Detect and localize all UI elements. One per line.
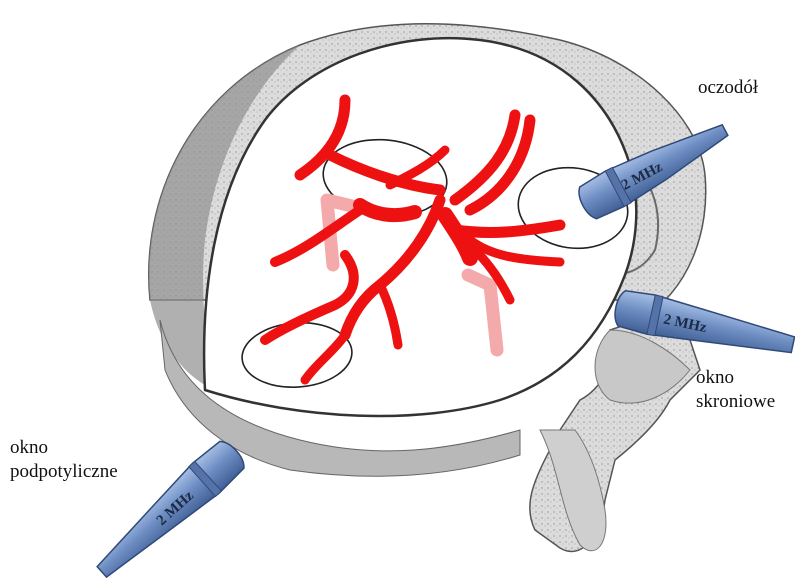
label-suboccipital-line1: okno	[10, 436, 118, 460]
label-suboccipital-window: okno podpotyliczne	[10, 436, 118, 484]
label-orbit: oczodół	[698, 76, 758, 100]
label-temporal-line1: okno	[696, 366, 775, 390]
label-temporal-line2: skroniowe	[696, 390, 775, 414]
label-suboccipital-line2: podpotyliczne	[10, 460, 118, 484]
label-temporal-window: okno skroniowe	[696, 366, 775, 414]
label-orbit-text: oczodół	[698, 77, 758, 98]
